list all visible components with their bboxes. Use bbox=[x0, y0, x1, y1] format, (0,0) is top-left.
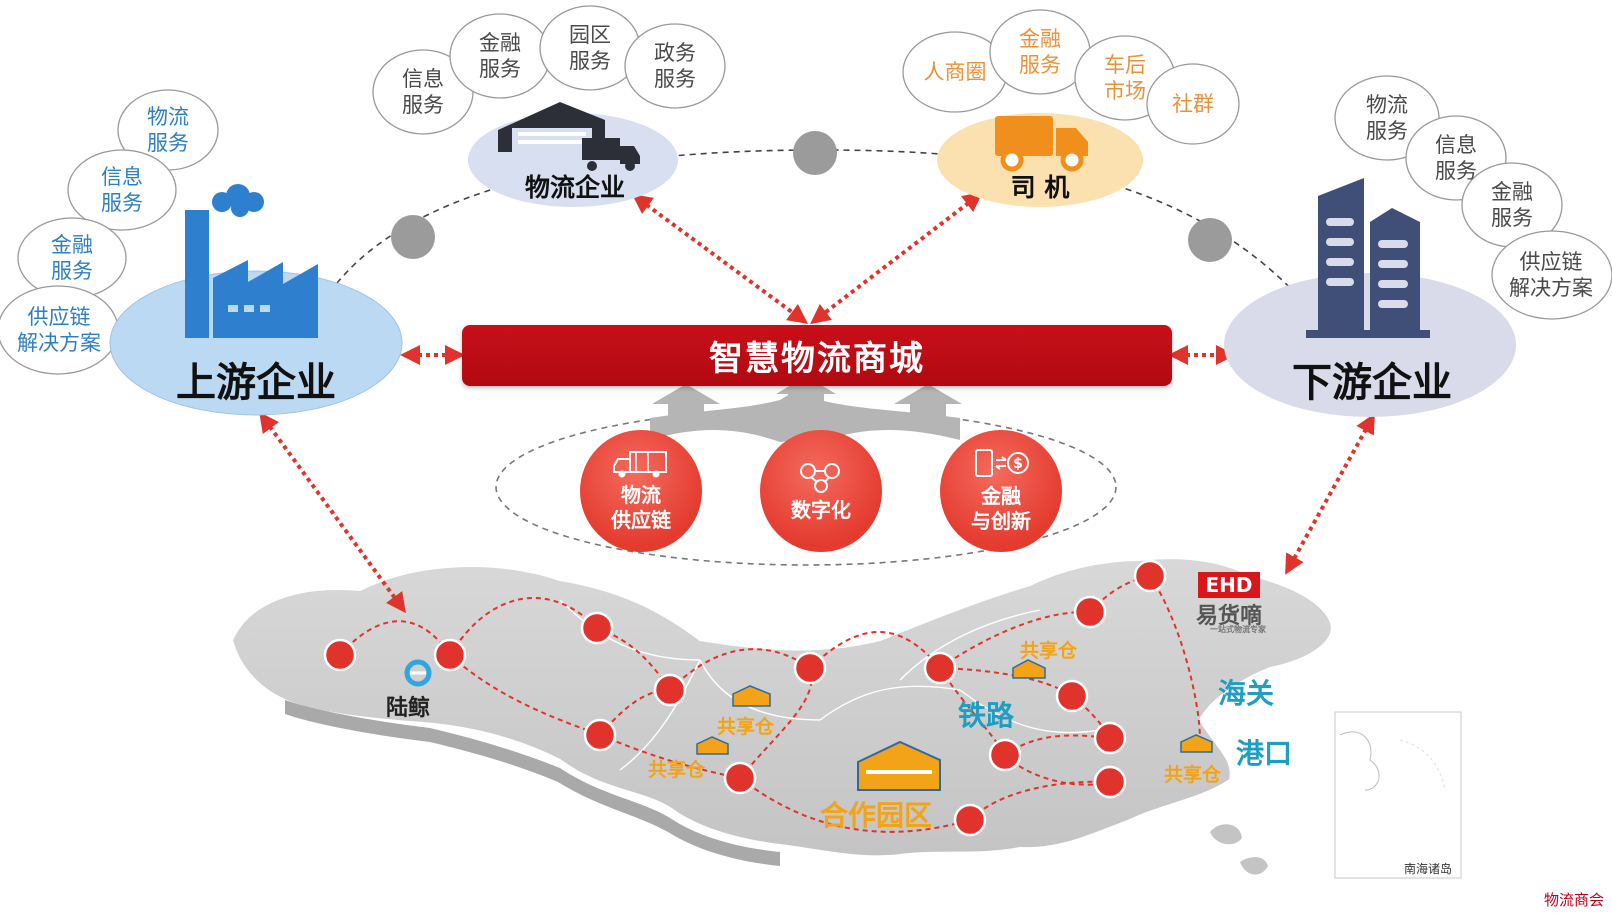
shared-warehouse-label: 共享仓 bbox=[1020, 640, 1078, 662]
logistics-service-finance: 金融 服务 bbox=[479, 31, 521, 81]
shared-warehouse-label: 共享仓 bbox=[717, 716, 775, 738]
ehd-logo-text: EHD bbox=[1205, 573, 1253, 597]
factory-icon bbox=[185, 184, 318, 338]
port-label: 港口 bbox=[1236, 737, 1293, 770]
driver-service-aftermarket: 车后 市场 bbox=[1104, 53, 1146, 103]
uplift-arrow-center bbox=[776, 376, 836, 404]
upstream-label: 上游企业 bbox=[176, 360, 336, 406]
pillar-label: 物流 供应链 bbox=[611, 483, 671, 532]
bubbles bbox=[0, 5, 1612, 375]
svg-text:$: $ bbox=[1013, 456, 1023, 472]
pillar-label: 数字化 bbox=[791, 497, 851, 522]
upstream-service-logistics: 物流 服务 bbox=[147, 105, 189, 155]
ehd-name: 易货嘀 bbox=[1196, 604, 1263, 629]
shared-warehouse-icon bbox=[696, 659, 1213, 755]
link-arrows bbox=[259, 191, 1375, 614]
upstream-service-finance: 金融 服务 bbox=[51, 233, 93, 283]
logistics-ellipse bbox=[468, 113, 678, 207]
truck-icon bbox=[995, 116, 1088, 172]
pillar-supply-chain: 物流 供应链 bbox=[580, 430, 702, 552]
connector-dot bbox=[1188, 218, 1232, 262]
pillars-ring bbox=[495, 408, 1117, 566]
warehouse-truck-icon bbox=[498, 102, 640, 171]
islands-inset bbox=[1334, 711, 1462, 879]
driver-service-finance: 金融 服务 bbox=[1019, 27, 1061, 77]
downstream-service-logistics: 物流 服务 bbox=[1366, 93, 1408, 143]
driver-service-community: 社群 bbox=[1172, 92, 1214, 116]
park-label: 合作园区 bbox=[820, 799, 933, 832]
luqing-logo-icon bbox=[404, 659, 432, 687]
downstream-ellipse bbox=[1224, 273, 1516, 417]
park-icon bbox=[857, 740, 941, 791]
driver-service-circle: 人商圈 bbox=[923, 60, 987, 84]
luqing-label: 陆鲸 bbox=[386, 696, 431, 721]
uplift-arrow-right bbox=[894, 384, 962, 418]
driver-ellipse bbox=[937, 113, 1143, 207]
logistics-service-info: 信息 服务 bbox=[402, 67, 444, 117]
ehd-subtitle: 一站式物流专家 bbox=[1210, 625, 1266, 634]
logistics-service-park: 园区 服务 bbox=[569, 23, 611, 73]
pillar-label: 金融 与创新 bbox=[971, 484, 1031, 533]
upstream-service-info: 信息 服务 bbox=[101, 165, 143, 215]
network-icon bbox=[800, 462, 840, 493]
upstream-service-supplychain: 供应链 解决方案 bbox=[17, 305, 101, 355]
downstream-service-finance: 金融 服务 bbox=[1491, 180, 1533, 230]
route-network bbox=[339, 575, 1201, 833]
driver-label: 司 机 bbox=[1010, 173, 1070, 202]
finance-icon: $ bbox=[975, 449, 1029, 477]
downstream-service-supplychain: 供应链 解决方案 bbox=[1509, 250, 1593, 300]
customs-label: 海关 bbox=[1218, 677, 1275, 710]
pillar-finance: $ 金融 与创新 bbox=[940, 430, 1062, 552]
connector-dot bbox=[793, 131, 837, 175]
top-arc bbox=[329, 149, 1301, 299]
downstream-service-info: 信息 服务 bbox=[1435, 133, 1477, 183]
smart-logistics-mall-bar: 智慧物流商城 bbox=[462, 325, 1172, 386]
pillar-digital: 数字化 bbox=[760, 430, 882, 552]
logistics-service-gov: 政务 服务 bbox=[654, 41, 696, 91]
shared-warehouse-label: 共享仓 bbox=[648, 759, 706, 781]
ehd-logo-box bbox=[1198, 572, 1260, 598]
truck-icon bbox=[613, 451, 667, 478]
buildings-icon bbox=[1306, 178, 1430, 338]
connector-dot bbox=[391, 215, 435, 259]
shared-warehouse-label: 共享仓 bbox=[1164, 764, 1222, 786]
upstream-ellipse bbox=[109, 270, 403, 416]
islands-label: 南海诸岛 bbox=[1404, 862, 1453, 876]
uplift-arrow-left bbox=[652, 384, 720, 418]
logistics-label: 物流企业 bbox=[524, 173, 625, 202]
footer-source: 物流商会 bbox=[1543, 891, 1604, 909]
railway-label: 铁路 bbox=[958, 699, 1015, 732]
route-nodes bbox=[323, 559, 1167, 837]
uplift-arrows bbox=[650, 388, 960, 442]
downstream-label: 下游企业 bbox=[1292, 360, 1452, 406]
